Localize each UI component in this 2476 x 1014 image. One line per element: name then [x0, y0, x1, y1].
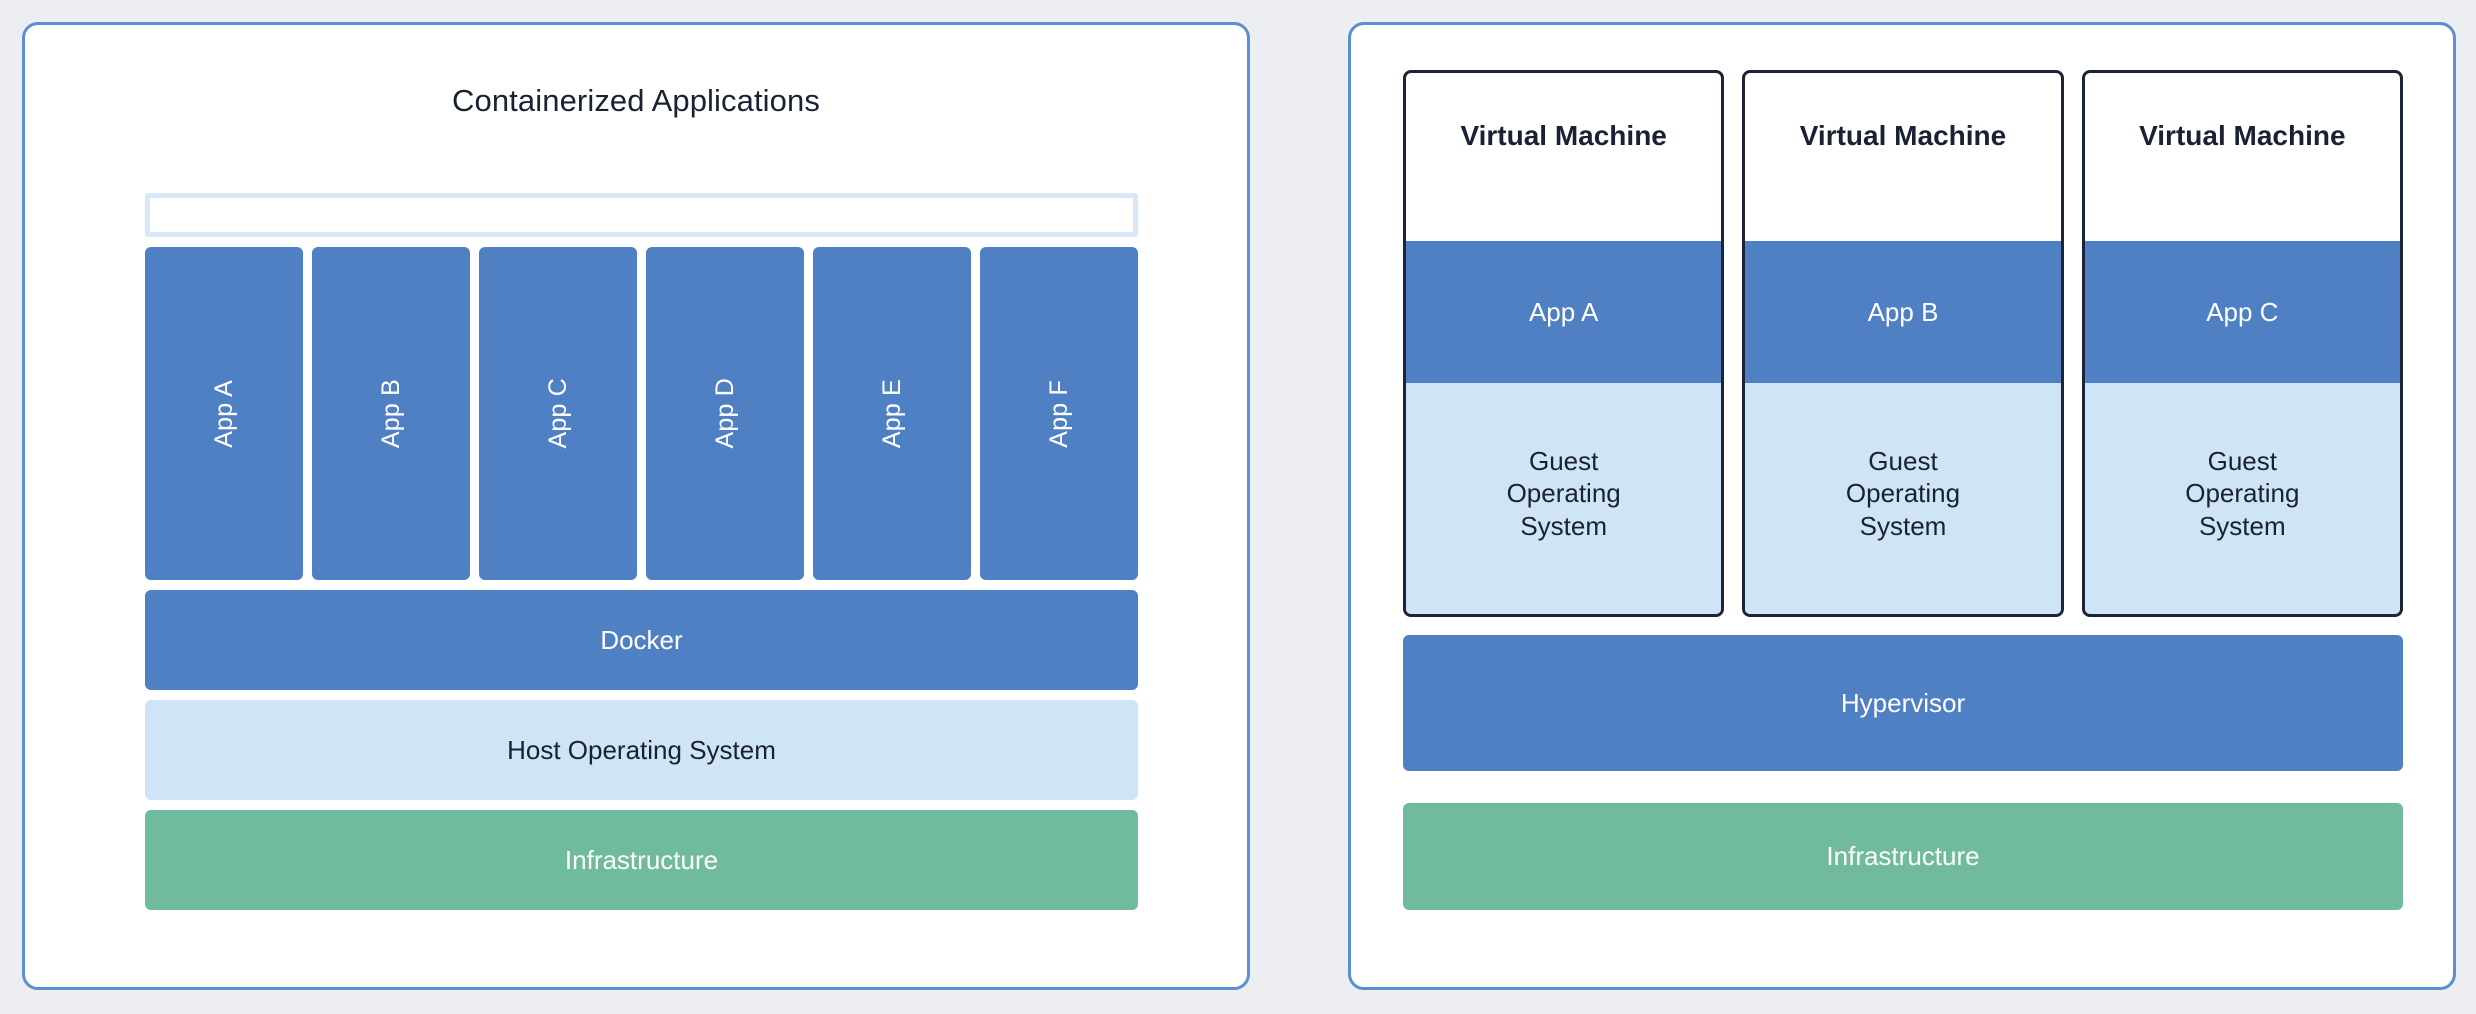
app-column[interactable]: App B — [312, 247, 470, 580]
app-column-label: App F — [1044, 379, 1073, 448]
app-column[interactable]: App C — [479, 247, 637, 580]
guest-os-line: Operating — [1845, 478, 1961, 509]
vm-guest-os-layer: Guest Operating System — [1745, 383, 2061, 614]
guest-os-line: Guest — [1868, 445, 1938, 476]
vm-app-layer: App B — [1745, 241, 2061, 383]
guest-os-line: System — [2198, 510, 2286, 541]
virtual-machine-title: Virtual Machine — [2139, 120, 2346, 151]
infrastructure-layer-right[interactable]: Infrastructure — [1403, 803, 2403, 910]
app-column[interactable]: App D — [646, 247, 804, 580]
virtual-machine-title: Virtual Machine — [1460, 120, 1667, 151]
container-app-columns: App A App B App C App D App E App F — [145, 247, 1138, 580]
guest-os-line: Guest — [2207, 445, 2277, 476]
app-column-label: App C — [543, 378, 572, 449]
virtual-machine-box[interactable]: Virtual Machine App B Guest Operating Sy… — [1742, 70, 2064, 617]
app-column[interactable]: App F — [980, 247, 1138, 580]
app-column[interactable]: App A — [145, 247, 303, 580]
app-column-label: App A — [209, 379, 238, 448]
containers-panel: Containerized Applications App A App B A… — [22, 22, 1250, 990]
guest-os-line: System — [1520, 510, 1607, 541]
virtual-machines-panel: Virtual Machine App A Guest Operating Sy… — [1348, 22, 2456, 990]
app-column-label: App B — [376, 378, 405, 449]
guest-os-line: System — [1859, 510, 1947, 541]
vm-guest-os-layer: Guest Operating System — [2084, 383, 2400, 614]
docker-layer[interactable]: Docker — [145, 590, 1138, 690]
hypervisor-layer[interactable]: Hypervisor — [1403, 635, 2403, 771]
page-title: Containerized Applications — [452, 83, 820, 118]
guest-os-line: Guest — [1528, 445, 1599, 476]
guest-os-line: Operating — [2185, 478, 2300, 509]
host-operating-system-layer[interactable]: Host Operating System — [145, 700, 1138, 800]
infrastructure-layer-left[interactable]: Infrastructure — [145, 810, 1138, 910]
vm-app-layer: App C — [2084, 241, 2400, 383]
virtual-machine-row: Virtual Machine App A Guest Operating Sy… — [1403, 70, 2403, 617]
app-column-label: App D — [710, 378, 739, 449]
virtual-machine-title: Virtual Machine — [1799, 120, 2007, 151]
guest-os-line: Operating — [1506, 478, 1621, 509]
virtual-machine-box[interactable]: Virtual Machine App A Guest Operating Sy… — [1403, 70, 1725, 617]
vm-app-layer: App A — [1406, 241, 1722, 383]
app-column-label: App E — [877, 378, 906, 449]
virtual-machine-box[interactable]: Virtual Machine App C Guest Operating Sy… — [2081, 70, 2403, 617]
app-column[interactable]: App E — [813, 247, 971, 580]
container-engine-outline — [145, 193, 1138, 237]
vm-guest-os-layer: Guest Operating System — [1406, 383, 1722, 614]
